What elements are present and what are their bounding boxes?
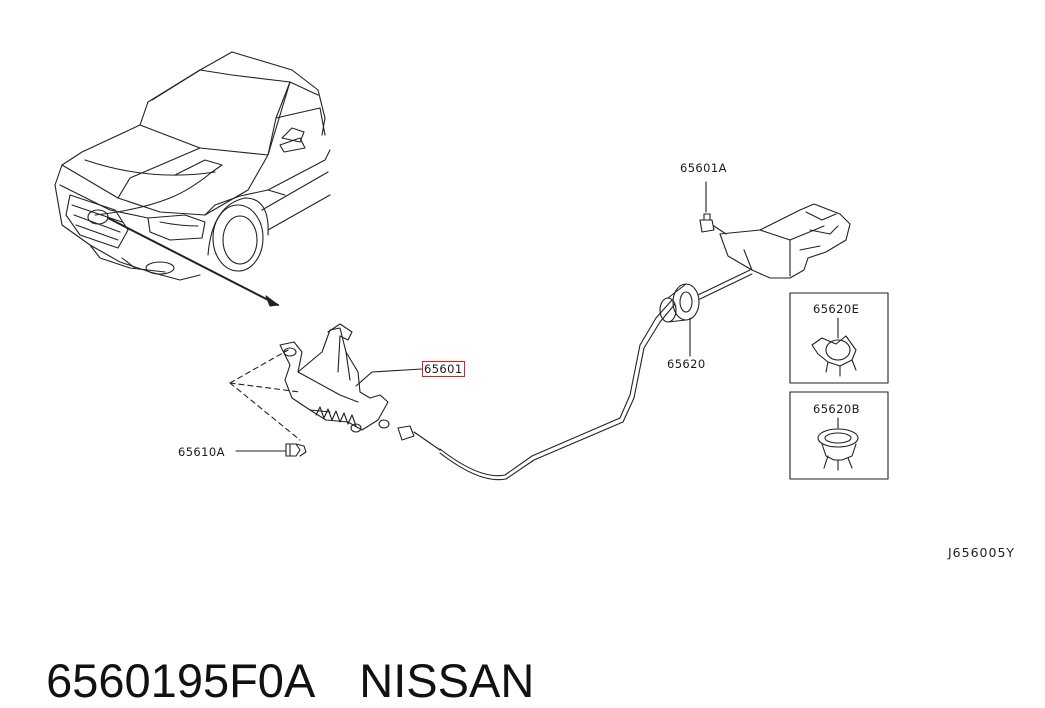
callout-65620b: 65620B	[813, 402, 860, 416]
bolt-65610a	[235, 443, 307, 457]
callout-65610a: 65610A	[178, 445, 225, 459]
part-number: 6560195F0A	[46, 654, 316, 707]
part-footer: 6560195F0A NISSAN	[20, 598, 534, 708]
release-handle	[699, 181, 851, 279]
callout-65601[interactable]: 65601	[422, 361, 465, 377]
release-cable	[397, 269, 753, 481]
callout-65601a: 65601A	[680, 161, 727, 175]
clip-65620e-drawing	[789, 292, 889, 384]
callout-65620: 65620	[667, 357, 706, 371]
car-illustration	[54, 51, 331, 281]
hood-lock-assembly	[229, 323, 423, 441]
drawing-code: J656005Y	[948, 545, 1016, 560]
leader-arrow	[107, 217, 279, 307]
callout-65620e: 65620E	[813, 302, 860, 316]
brand-name: NISSAN	[359, 654, 535, 707]
parts-diagram	[54, 51, 889, 481]
clip-65620b-drawing	[789, 391, 889, 480]
